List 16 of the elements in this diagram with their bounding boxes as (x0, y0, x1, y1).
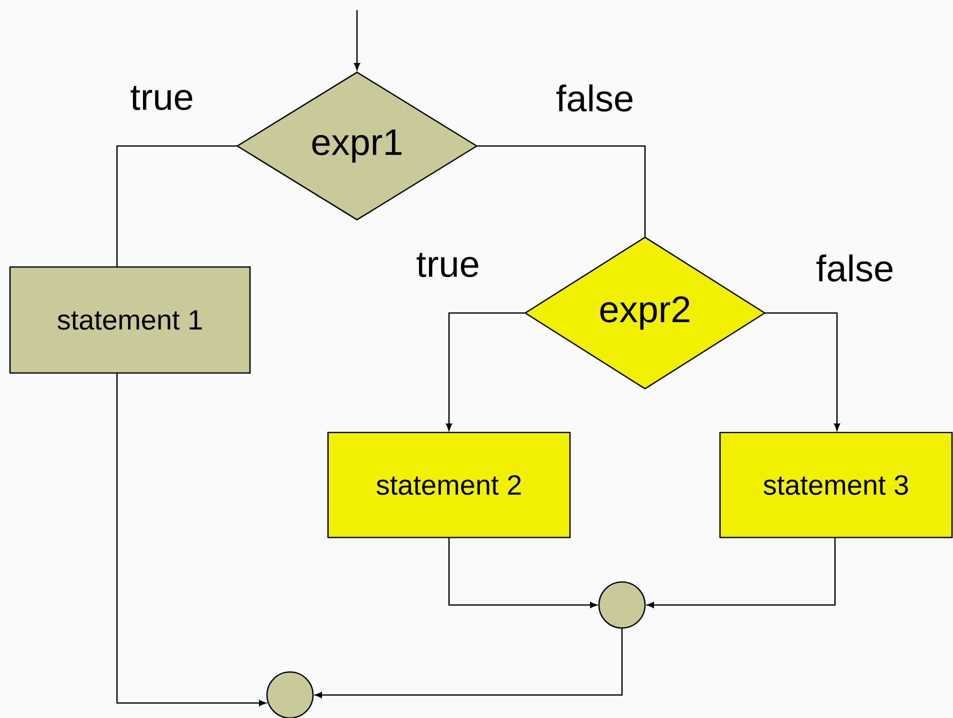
arrow (646, 538, 836, 608)
arrow (314, 628, 623, 698)
arrow (448, 538, 598, 608)
edge-label: true (129, 84, 195, 112)
arrow (765, 312, 840, 431)
connector-circle (598, 581, 646, 629)
connector-circle (266, 671, 314, 718)
edge-label: false (554, 83, 636, 113)
arrow (446, 312, 525, 431)
process-box: statement 2 (327, 432, 571, 538)
process-box: statement 1 (9, 266, 251, 374)
process-box: statement 3 (719, 432, 953, 538)
edge-label: false (814, 253, 896, 283)
arrow (354, 10, 360, 70)
arrow (116, 373, 266, 706)
edge-label: true (415, 252, 481, 278)
